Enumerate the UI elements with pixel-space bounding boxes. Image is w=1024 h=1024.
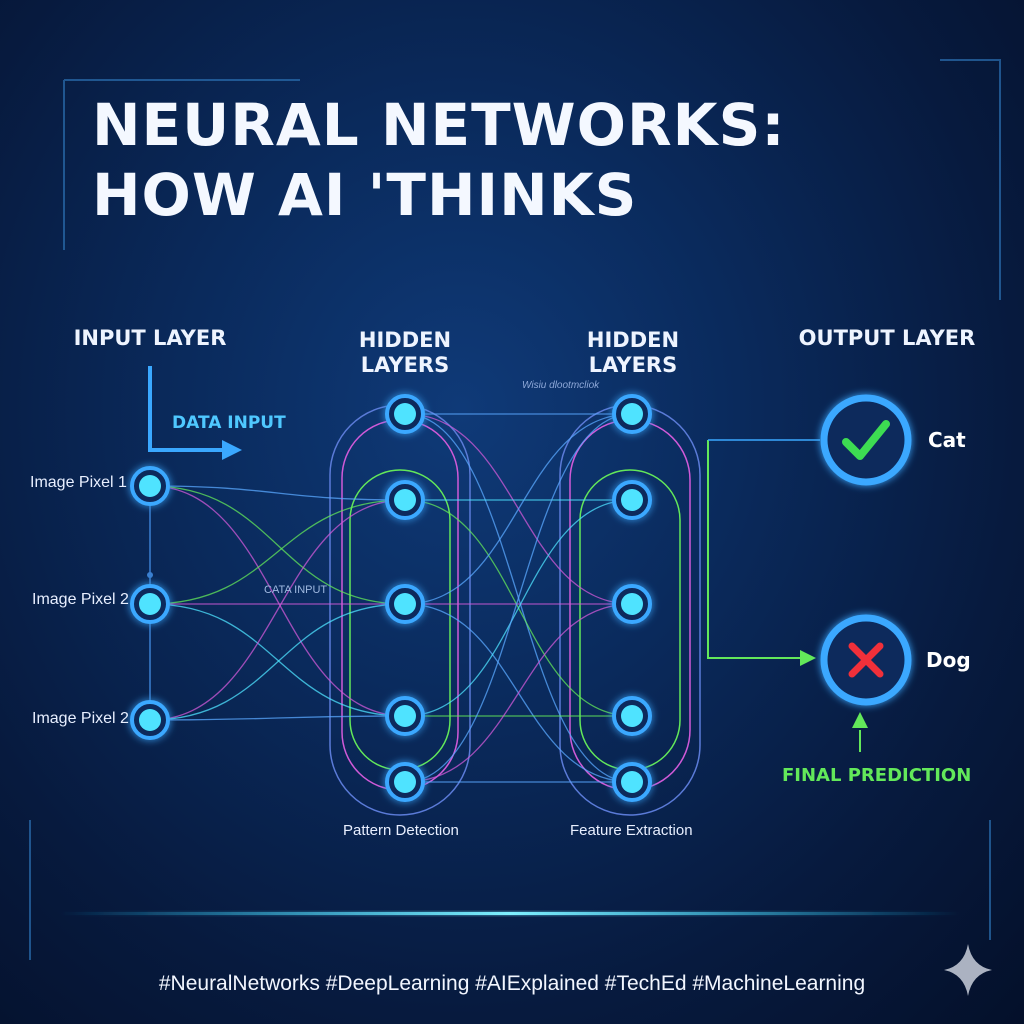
connection-line: [149, 715, 406, 721]
connection-line: [404, 499, 633, 717]
data-input-label: DATA INPUT: [172, 413, 286, 433]
connector-dot: [147, 572, 153, 578]
connection-line: [149, 499, 406, 605]
neuron-node: [612, 480, 652, 520]
connection-line: [404, 413, 633, 783]
hidden2-heading-line1: HIDDEN: [586, 328, 680, 352]
glow-floor-line: [60, 912, 960, 915]
input-layer-heading: INPUT LAYER: [73, 326, 227, 350]
cross-icon: [848, 642, 884, 678]
hidden1-heading-line1: HIDDEN: [358, 328, 452, 352]
output-label-dog: Dog: [926, 648, 971, 672]
input-label-2: Image Pixel 2: [32, 591, 129, 608]
neuron-node: [385, 394, 425, 434]
neuron-node: [612, 394, 652, 434]
connection-line: [404, 603, 633, 783]
neuron-node: [612, 762, 652, 802]
input-label-3: Image Pixel 2: [32, 710, 129, 727]
connection-line: [149, 485, 406, 717]
input-arrow: [148, 366, 242, 460]
page-title: NEURAL NETWORKS: HOW AI 'THINKS: [92, 90, 786, 230]
title-line-1: NEURAL NETWORKS:: [92, 91, 786, 159]
connection-line: [149, 485, 406, 605]
hidden1-heading-line2: LAYERS: [360, 353, 450, 377]
output-dog: [820, 614, 912, 706]
connection-line: [149, 603, 406, 721]
connection-line: [149, 499, 406, 721]
hidden2-caption: Feature Extraction: [570, 822, 693, 839]
neuron-node: [612, 584, 652, 624]
neuron-node: [130, 584, 170, 624]
neuron-node: [612, 696, 652, 736]
output-arrowhead: [800, 650, 816, 666]
output-cat: [820, 394, 912, 486]
final-prediction-label: FINAL PREDICTION: [782, 765, 972, 786]
neuron-node: [385, 762, 425, 802]
network-connections: [149, 413, 633, 783]
garbled-label: Wisiu dlootmcliok: [522, 380, 600, 391]
connection-line: [149, 603, 406, 717]
hidden-layers-heading-1: HIDDEN LAYERS: [330, 328, 480, 378]
output-routing: [707, 439, 861, 752]
neuron-node: [130, 700, 170, 740]
checkmark-icon: [842, 420, 890, 460]
neuron-node: [385, 584, 425, 624]
title-line-2: HOW AI 'THINKS: [92, 161, 638, 229]
output-label-cat: Cat: [928, 428, 966, 452]
hashtags-footer: #NeuralNetworks #DeepLearning #AIExplain…: [158, 972, 866, 995]
neuron-node: [385, 696, 425, 736]
input-label-1: Image Pixel 1: [30, 474, 127, 491]
hidden1-caption: Pattern Detection: [343, 822, 459, 839]
data-input-small-label: CATA INPUT: [264, 584, 328, 596]
connection-line: [149, 485, 406, 501]
network-nodes: [130, 394, 652, 802]
decorative-circuit-lines: [29, 59, 1001, 960]
sparkle-logo: [944, 944, 992, 996]
output-layer-heading: OUTPUT LAYER: [798, 326, 976, 350]
connection-line: [404, 413, 633, 605]
neuron-node: [130, 466, 170, 506]
neuron-node: [385, 480, 425, 520]
hidden2-heading-line2: LAYERS: [588, 353, 678, 377]
hidden-layers-heading-2: HIDDEN LAYERS: [558, 328, 708, 378]
final-arrowhead: [852, 712, 868, 728]
